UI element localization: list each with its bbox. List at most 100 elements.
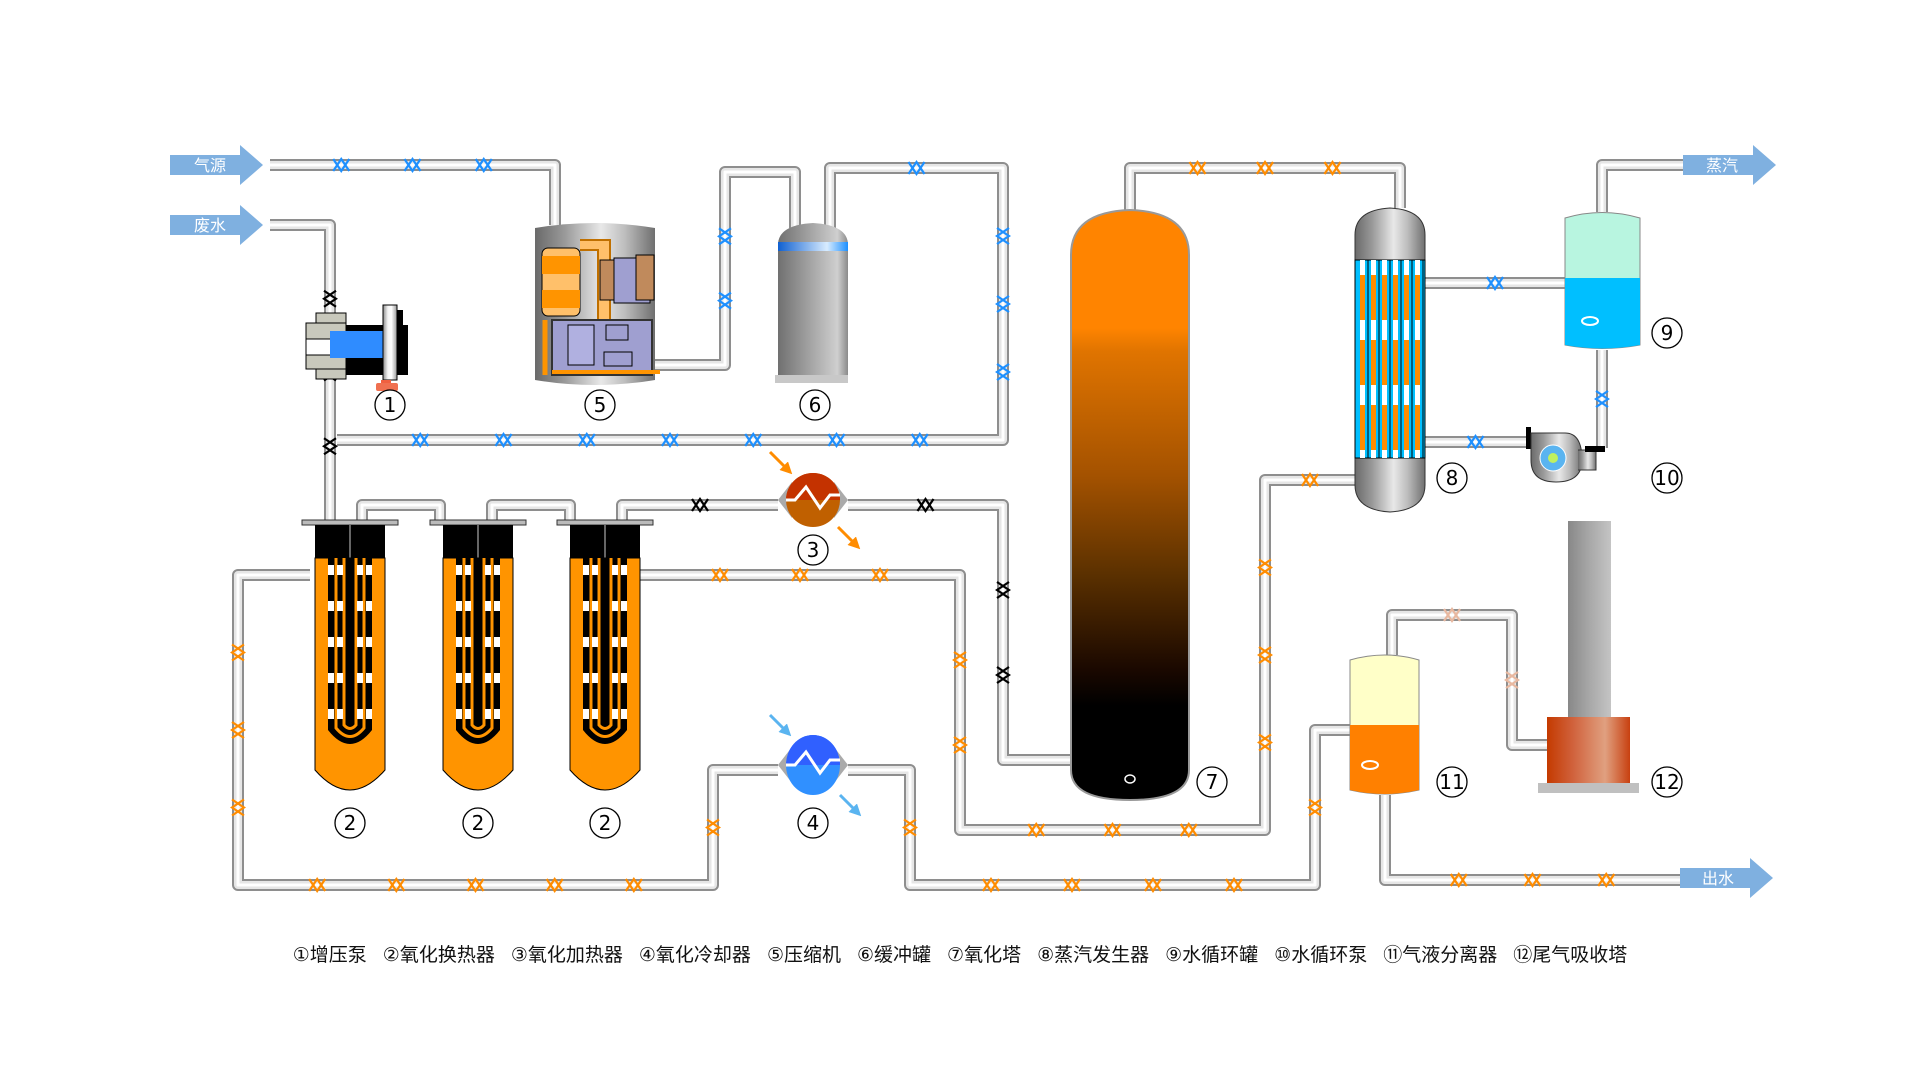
pipe-segment [616, 497, 778, 520]
flow-marker-icon [1027, 822, 1046, 838]
flow-marker-icon [322, 289, 338, 308]
flow-marker-icon [332, 157, 351, 173]
flow-marker-icon [995, 295, 1011, 313]
steam-generator [1354, 207, 1426, 513]
equipment-number-10: 10 [1651, 462, 1683, 494]
pipe-segment [230, 569, 778, 893]
flow-marker-icon [1301, 472, 1319, 488]
flow-marker-icon [744, 432, 763, 448]
flow-marker-icon [711, 567, 729, 583]
flow-marker-icon [1323, 160, 1342, 176]
oxidation-heat-exchanger [556, 519, 654, 791]
legend-item: ④氧化冷却器 [638, 944, 751, 966]
flow-marker-icon [995, 363, 1011, 381]
flow-marker-icon [907, 160, 926, 176]
equipment-number-text: 2 [472, 811, 485, 835]
legend-item: ②氧化换热器 [382, 944, 495, 966]
legend-item: ①增压泵 [292, 944, 367, 966]
flow-marker-icon [1466, 434, 1485, 450]
flow-marker-icon [230, 643, 246, 662]
flow-marker-icon [1144, 877, 1162, 893]
pipe-segment [1386, 607, 1547, 751]
equipment-number-text: 3 [807, 538, 820, 562]
pipe-segment [1379, 795, 1680, 888]
flow-marker-icon [827, 432, 846, 448]
oxidation-heat-exchanger [429, 519, 527, 791]
steam-generator-tubes [1360, 260, 1424, 458]
flow-marker-icon [308, 877, 327, 893]
flow-marker-icon [717, 227, 733, 246]
flow-marker-icon [1225, 877, 1243, 893]
flow-marker-icon [230, 798, 246, 817]
pipe-segment [1594, 350, 1610, 448]
legend-item: ⑥缓冲罐 [856, 944, 932, 966]
flow-marker-icon [411, 432, 430, 448]
flow-marker-icon [910, 432, 929, 448]
flow-marker-icon [1257, 733, 1273, 752]
gas-liquid-separator [1349, 654, 1420, 795]
flow-marker-icon [952, 651, 968, 669]
flow-marker-icon [705, 818, 721, 837]
water-out-arrow: 出水 [1680, 858, 1773, 898]
equipment-number-9: 9 [1651, 317, 1683, 349]
legend-item: ⑧蒸汽发生器 [1037, 944, 1150, 966]
water-circulation-pump [1526, 427, 1605, 483]
legend-item: ⑨水循环罐 [1165, 944, 1259, 966]
flow-marker-icon [1449, 872, 1468, 888]
legend-item: ⑦氧化塔 [947, 944, 1022, 966]
equipment-number-text: 10 [1654, 466, 1679, 490]
equipment-number-2: 2 [334, 807, 366, 839]
steam-arrow: 蒸汽 [1683, 145, 1776, 185]
flow-marker-icon [1523, 872, 1542, 888]
pipe-segment [356, 499, 446, 520]
flow-marker-icon [982, 877, 1000, 893]
flow-marker-icon [952, 736, 968, 754]
flow-marker-icon [1597, 872, 1616, 888]
flow-marker-icon [1594, 390, 1610, 408]
flow-marker-icon [1103, 822, 1122, 838]
water-circulation-tank [1564, 212, 1641, 349]
flow-marker-icon [494, 432, 513, 448]
oxidation-tower [1070, 208, 1190, 802]
equipment-number-12: 12 [1651, 766, 1683, 798]
equipment-number-text: 2 [344, 811, 357, 835]
oxidation-heat-exchanger [301, 519, 399, 791]
oxidation-heater [768, 450, 861, 550]
flow-marker-icon [902, 818, 918, 837]
flow-marker-icon [1307, 798, 1323, 817]
coolant-out-arrow-icon [838, 793, 862, 817]
pipe-network [230, 157, 1683, 893]
gas-source-arrow: 气源 [170, 145, 263, 185]
flow-marker-icon [387, 877, 406, 893]
flow-marker-icon [1486, 275, 1504, 291]
equipment-number-text: 12 [1654, 770, 1679, 794]
pipe-segment [1425, 434, 1526, 450]
flow-marker-icon [916, 497, 935, 513]
flow-marker-icon [1504, 671, 1520, 689]
equipment-number-7: 7 [1196, 766, 1228, 798]
heat-out-arrow-icon [836, 525, 861, 550]
flow-marker-icon [577, 432, 596, 448]
equipment-number-5: 5 [584, 389, 616, 421]
equipment-number-8: 8 [1436, 462, 1468, 494]
equipment-number-2: 2 [462, 807, 494, 839]
equipment-number-4: 4 [797, 807, 829, 839]
pipe-segment [270, 157, 561, 225]
compressor [535, 223, 660, 385]
tail-gas-absorption-tower [1538, 521, 1639, 793]
equipment-number-3: 3 [797, 534, 829, 566]
pipe-segment [640, 472, 1355, 838]
flow-marker-icon [230, 721, 246, 739]
flow-marker-icon [791, 567, 809, 583]
legend-item: ⑪气液分离器 [1383, 944, 1498, 966]
pipe-segment [640, 166, 801, 371]
flow-marker-icon [661, 432, 679, 448]
waste-water-label: 废水 [194, 216, 226, 235]
legend-item: ⑫尾气吸收塔 [1513, 944, 1628, 966]
equipment-number-text: 8 [1446, 466, 1459, 490]
flow-marker-icon [717, 291, 733, 310]
flow-marker-icon [1443, 607, 1461, 623]
flow-marker-icon [691, 497, 709, 513]
